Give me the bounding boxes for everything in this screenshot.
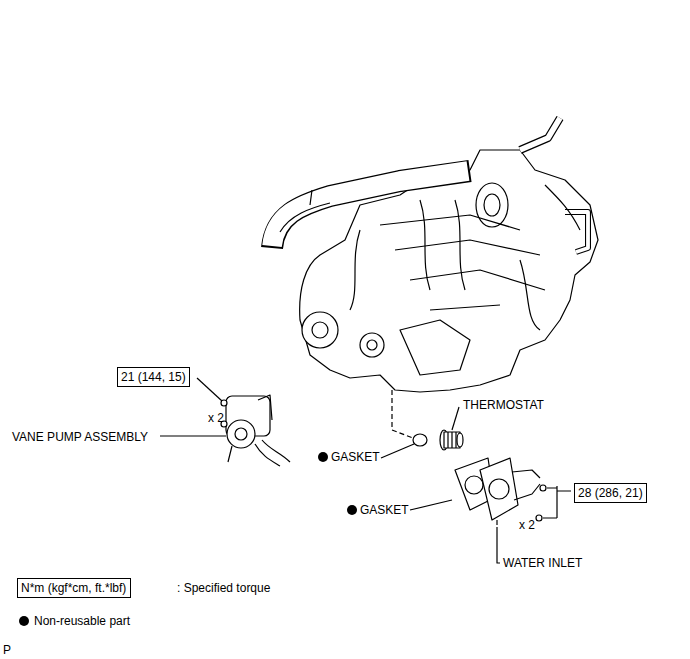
bracket-line <box>543 486 571 518</box>
part-label: x 2 <box>208 411 224 425</box>
torque-box: 28 (286, 21) <box>574 483 647 503</box>
leader-line <box>410 500 452 510</box>
part-label: VANE PUMP ASSEMBLY <box>12 430 148 444</box>
part-label: x 2 <box>519 518 535 532</box>
leader-line <box>381 444 414 458</box>
non-reusable-dot <box>19 616 29 626</box>
thermostat <box>440 430 463 450</box>
intake-pipe-inner <box>272 171 468 246</box>
leader-line <box>160 435 226 436</box>
turbo <box>476 183 508 227</box>
turbo <box>484 194 500 216</box>
pipe <box>565 212 588 252</box>
pipe <box>520 118 560 150</box>
part-label: Non-reusable part <box>34 614 130 628</box>
torque-box: 21 (144, 15) <box>117 367 190 387</box>
pulley <box>312 322 328 338</box>
leader-line <box>197 378 222 401</box>
torque-value: 28 (286, 21) <box>578 486 643 500</box>
vane-pump <box>221 395 290 466</box>
non-reusable-dot <box>318 452 328 462</box>
part-label: GASKET <box>360 503 409 517</box>
torque-value: N*m (kgf*cm, ft.*lbf) <box>21 581 127 595</box>
leader-line <box>452 407 459 430</box>
part-label: THERMOSTAT <box>463 398 544 412</box>
pulley <box>302 312 338 348</box>
leader-line <box>497 527 500 563</box>
pipe <box>280 190 330 232</box>
torque-value: 21 (144, 15) <box>121 370 186 384</box>
part-label: P <box>3 643 11 657</box>
engine-detail <box>400 320 470 375</box>
pulley <box>360 333 384 357</box>
pipe <box>520 118 560 150</box>
pulley <box>367 340 377 350</box>
water-inlet <box>480 458 546 525</box>
part-label: WATER INLET <box>503 556 582 570</box>
non-reusable-dot <box>347 505 357 515</box>
pipe <box>565 212 588 252</box>
intake-pipe <box>272 171 470 248</box>
manifold <box>420 200 540 330</box>
install-line <box>392 390 413 438</box>
part-label: : Specified torque <box>177 581 270 595</box>
torque-box: N*m (kgf*cm, ft.*lbf) <box>17 578 131 598</box>
part-label: GASKET <box>331 450 380 464</box>
hose <box>350 185 580 310</box>
o-ring-gasket <box>413 434 427 446</box>
